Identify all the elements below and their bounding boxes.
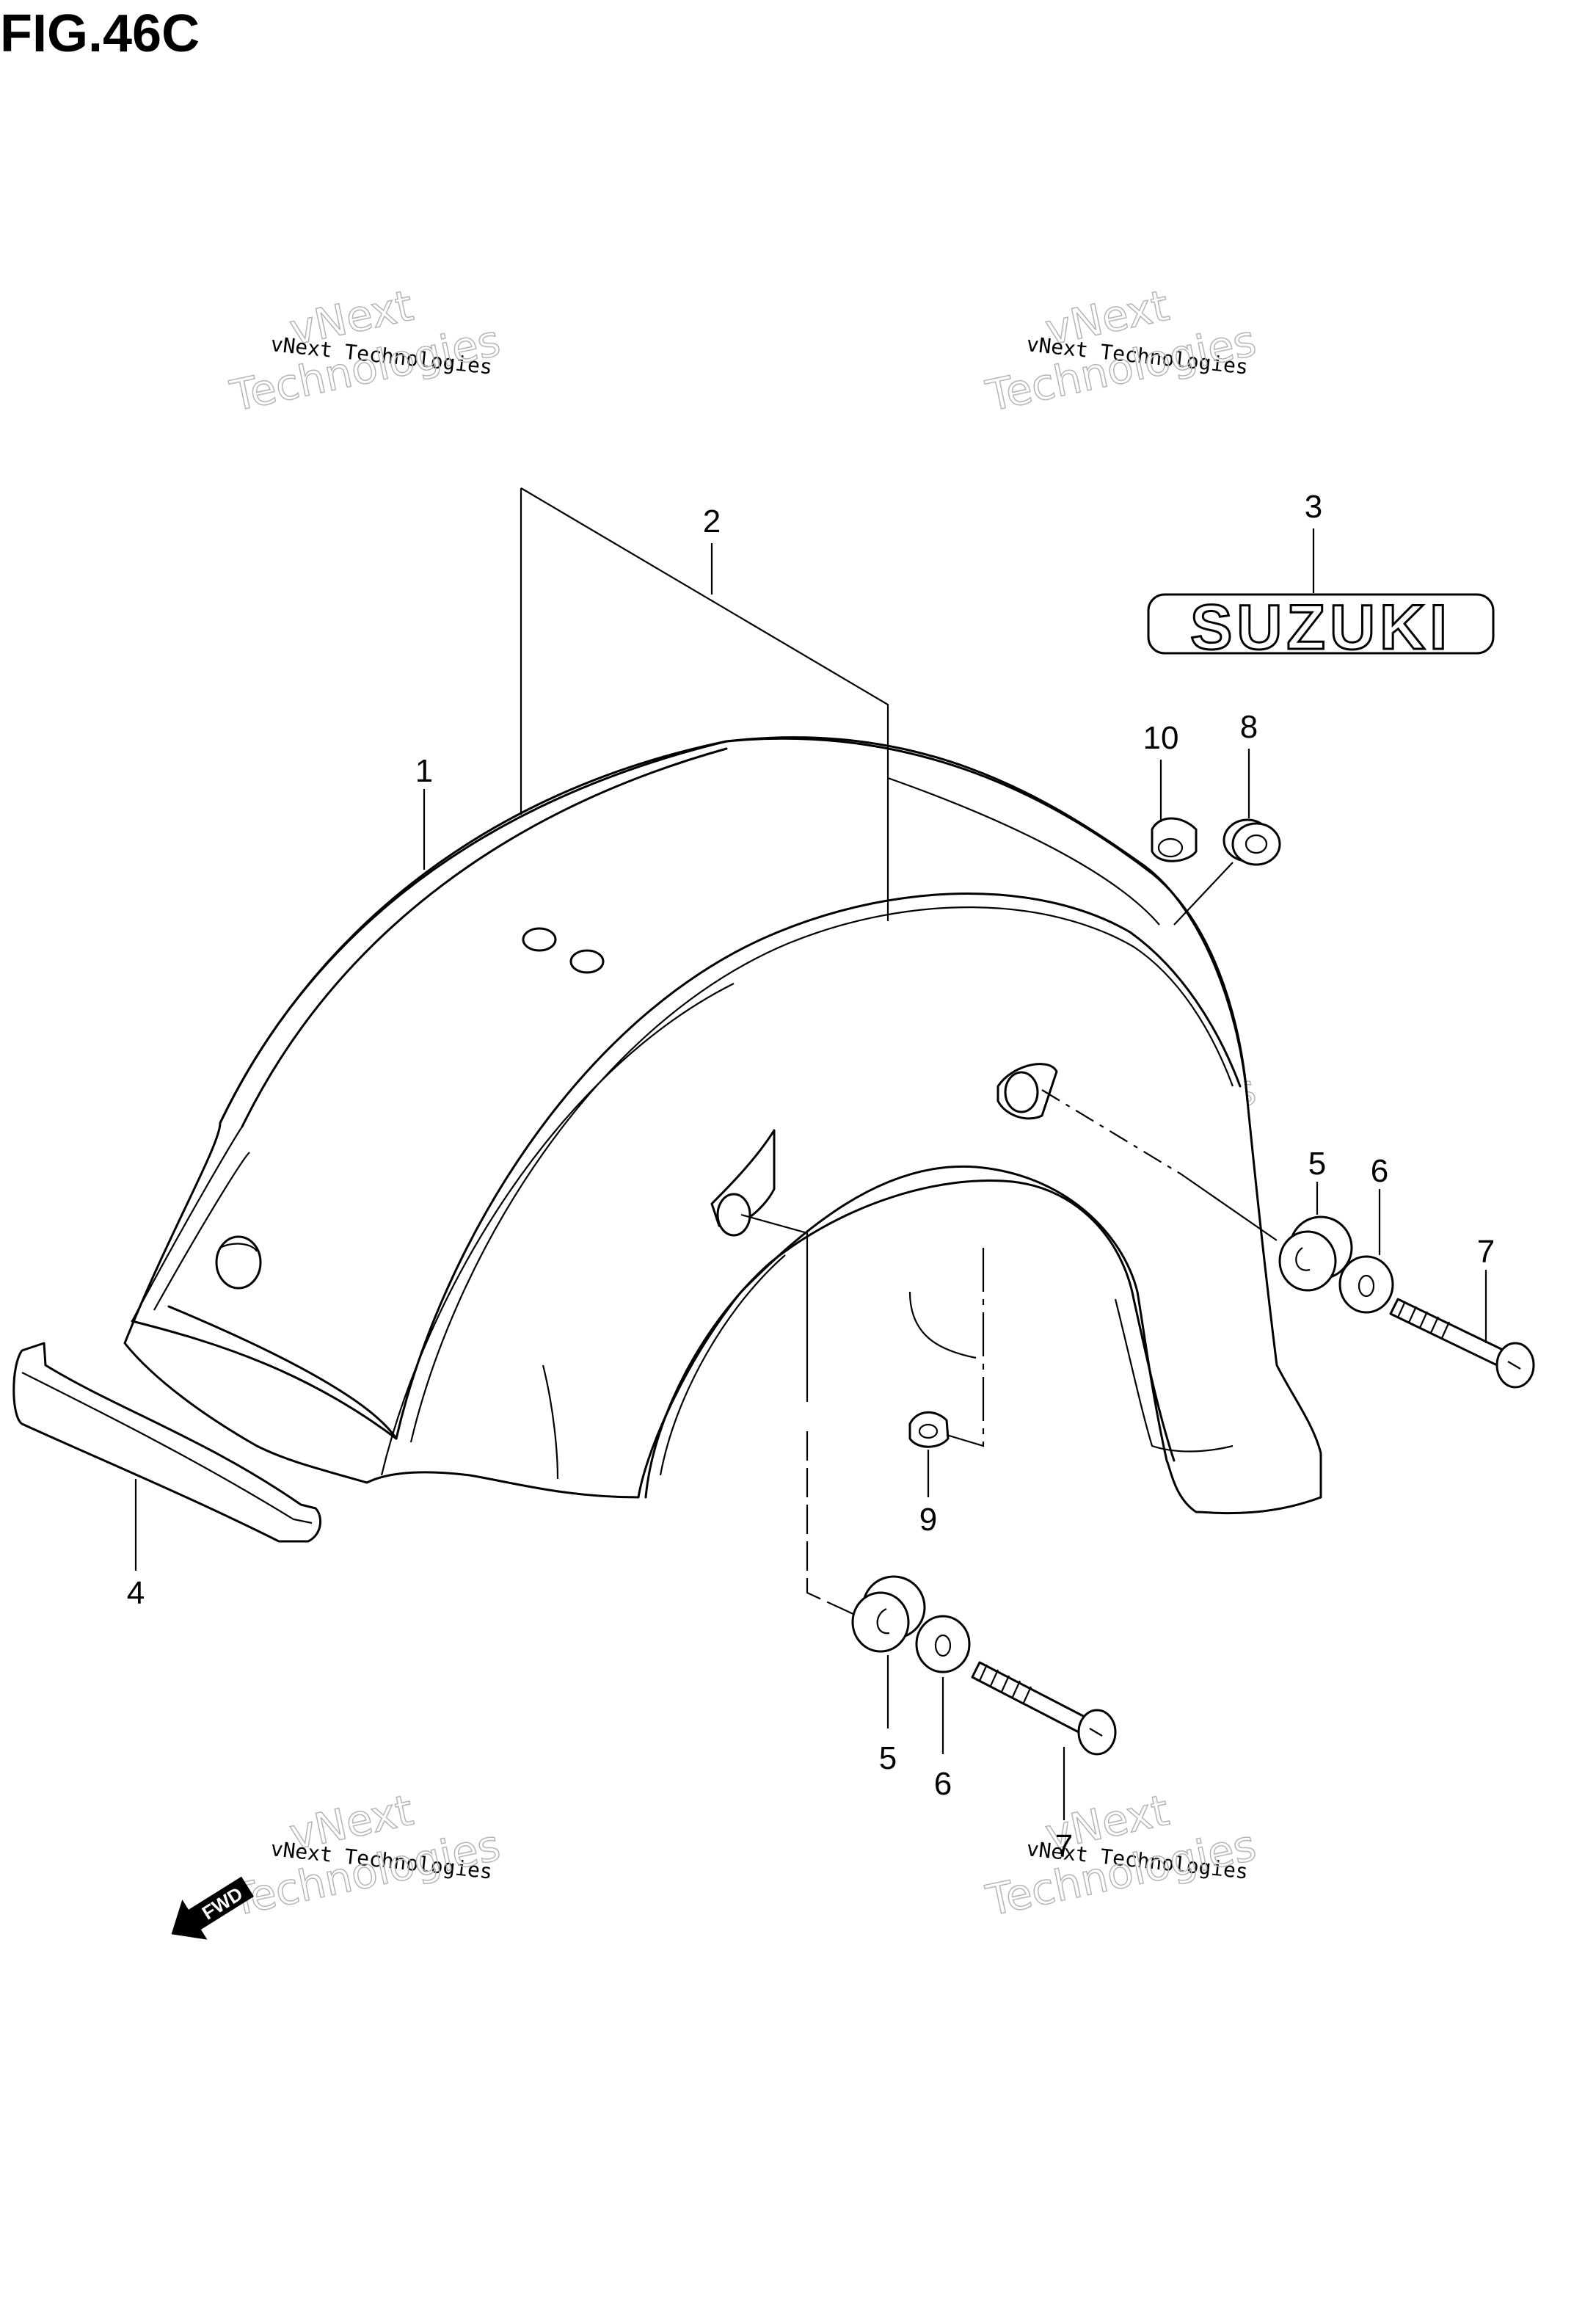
callout-6-right: 6 [1371, 1153, 1388, 1189]
watermark-top-right: vNext vNext Technologies Technologies [981, 280, 1261, 421]
callout-labels: 1 2 3 4 5 5 6 6 7 7 8 9 10 [127, 489, 1495, 1864]
callout-9: 9 [919, 1502, 937, 1538]
cushion-part-5-lower [851, 1575, 926, 1653]
washer-part-6-right [1338, 1255, 1394, 1314]
suzuki-emblem: SUZUKI [1147, 592, 1495, 664]
leader-lines [134, 487, 1487, 1820]
callout-1: 1 [415, 753, 433, 789]
callout-3: 3 [1305, 489, 1322, 525]
callout-7-right: 7 [1477, 1234, 1495, 1270]
callout-5-lower: 5 [879, 1740, 897, 1776]
callout-6-lower: 6 [934, 1766, 952, 1802]
watermark-bottom-left: vNext vNext Technologies Technologies [225, 1784, 505, 1926]
grommet-part-8 [1222, 818, 1281, 866]
rear-fender [123, 736, 1322, 1515]
washer-part-6-lower [915, 1615, 971, 1673]
fender-rear-strip [12, 1342, 322, 1543]
callout-7-lower: 7 [1055, 1828, 1073, 1864]
callout-4: 4 [127, 1575, 145, 1611]
callout-8: 8 [1240, 709, 1258, 745]
fender-hole [522, 927, 557, 952]
nut-part-9 [908, 1411, 950, 1448]
watermark-top-left: vNext vNext Technologies Technologies [225, 280, 505, 421]
callout-10: 10 [1143, 720, 1179, 756]
bolt-part-7-lower [971, 1661, 1117, 1756]
bolt-part-7-right [1389, 1298, 1535, 1389]
fender-hole [569, 949, 605, 974]
suzuki-logo-text: SUZUKI [1190, 592, 1451, 663]
callout-2: 2 [703, 504, 721, 539]
fender-bolt-hole [215, 1235, 262, 1290]
callout-5-right: 5 [1308, 1146, 1326, 1182]
figure-title: FIG.46C [0, 4, 200, 63]
watermark-bottom-right: vNext vNext Technologies Technologies [981, 1784, 1261, 1926]
nut-part-10 [1151, 817, 1198, 862]
cushion-part-5-right [1278, 1215, 1353, 1292]
